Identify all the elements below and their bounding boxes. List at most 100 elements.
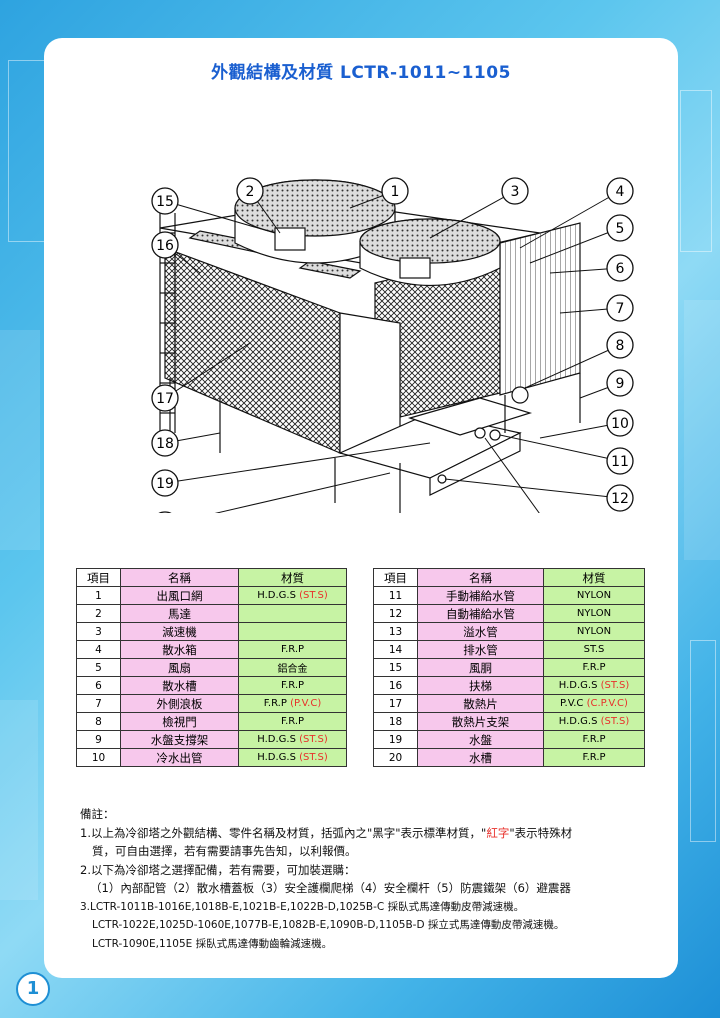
content-page: 外觀結構及材質 LCTR-1011~1105: [44, 38, 678, 978]
item-number: 14: [373, 640, 418, 659]
standard-material: H.D.G.S: [558, 680, 598, 691]
callout-19: 19: [151, 469, 179, 497]
special-material: (ST.S): [600, 716, 630, 727]
notes-section: 備註： 1.以上為冷卻塔之外觀結構、零件名稱及材質，括弧內之"黑字"表示標準材質…: [80, 805, 670, 953]
item-number: 7: [76, 694, 121, 713]
callout-4: 4: [606, 177, 634, 205]
part-material: ST.S: [543, 640, 645, 659]
part-name: 冷水出管: [120, 748, 239, 767]
callout-11: 11: [606, 447, 634, 475]
item-number: 5: [76, 658, 121, 677]
part-material: H.D.G.S (ST.S): [238, 730, 347, 749]
callout-18: 18: [151, 429, 179, 457]
notes-heading: 備註：: [80, 807, 115, 821]
part-name: 溢水管: [417, 622, 544, 641]
callout-label: 5: [616, 221, 625, 237]
callout-label: 18: [156, 436, 174, 452]
callout-label: 8: [616, 338, 625, 354]
callout-5: 5: [606, 214, 634, 242]
item-number: 18: [373, 712, 418, 731]
part-name: 水盤支撐架: [120, 730, 239, 749]
item-number: 1: [76, 586, 121, 605]
callout-12: 12: [606, 484, 634, 512]
part-name: 外側浪板: [120, 694, 239, 713]
item-number: 16: [373, 676, 418, 695]
callout-label: 11: [611, 454, 629, 470]
callout-label: 3: [511, 184, 520, 200]
part-material: H.D.G.S (ST.S): [543, 676, 645, 695]
callout-label: 9: [616, 376, 625, 392]
standard-material: H.D.G.S: [257, 590, 296, 601]
callout-label: 15: [156, 194, 174, 210]
callout-15: 15: [151, 187, 179, 215]
part-name: 扶梯: [417, 676, 544, 695]
standard-material: NYLON: [576, 626, 612, 637]
special-material: (ST.S): [299, 734, 328, 745]
callout-label: 2: [246, 184, 255, 200]
bg-decoration: [680, 90, 712, 252]
part-name: 風胴: [417, 658, 544, 677]
bg-decoration: [690, 640, 716, 842]
callout-8: 8: [606, 331, 634, 359]
note-2-list: （1）內部配管（2）散水槽蓋板（3）安全護欄爬梯（4）安全欄杆（5）防震鐵架（6…: [90, 881, 571, 895]
part-name: 散水槽: [120, 676, 239, 695]
part-material: F.R.P: [543, 730, 645, 749]
item-number: 6: [76, 676, 121, 695]
callout-label: 4: [616, 184, 625, 200]
part-material: NYLON: [543, 586, 645, 605]
standard-material: F.R.P: [582, 734, 606, 745]
part-material: H.D.G.S (ST.S): [238, 586, 347, 605]
part-name: 排水管: [417, 640, 544, 659]
standard-material: ST.S: [583, 644, 605, 655]
standard-material: F.R.P: [280, 680, 305, 691]
header-name: 名稱: [417, 568, 544, 587]
callout-9: 9: [606, 369, 634, 397]
part-name: 散熱片: [417, 694, 544, 713]
item-number: 2: [76, 604, 121, 623]
standard-material: H.D.G.S: [257, 752, 296, 763]
standard-material: 鋁合金: [277, 664, 308, 675]
special-material: (ST.S): [299, 752, 328, 763]
part-name: 檢視門: [120, 712, 239, 731]
item-number: 11: [373, 586, 418, 605]
callout-1: 1: [381, 177, 409, 205]
part-material: F.R.P (P.V.C): [238, 694, 347, 713]
note-3-b: LCTR-1022E,1025D-1060E,1077B-E,1082B-E,1…: [92, 919, 565, 931]
part-name: 散熱片支架: [417, 712, 544, 731]
header-item: 項目: [76, 568, 121, 587]
standard-material: H.D.G.S: [257, 734, 296, 745]
cooling-tower-diagram: 1234567891011121314151617181920: [151, 177, 634, 513]
part-name: 風扇: [120, 658, 239, 677]
item-number: 17: [373, 694, 418, 713]
callout-7: 7: [606, 294, 634, 322]
bg-decoration: [0, 330, 40, 550]
callout-20: 20: [158, 511, 172, 513]
callout-label: 12: [611, 491, 629, 507]
callout-label: 17: [156, 391, 174, 407]
page-title: 外觀結構及材質 LCTR-1011~1105: [211, 63, 511, 83]
item-number: 12: [373, 604, 418, 623]
special-material: (P.V.C): [290, 698, 322, 709]
bg-decoration: [0, 700, 38, 900]
standard-material: F.R.P: [280, 716, 305, 727]
part-material: [238, 604, 347, 623]
item-number: 3: [76, 622, 121, 641]
part-material: H.D.G.S (ST.S): [543, 712, 645, 731]
item-number: 13: [373, 622, 418, 641]
